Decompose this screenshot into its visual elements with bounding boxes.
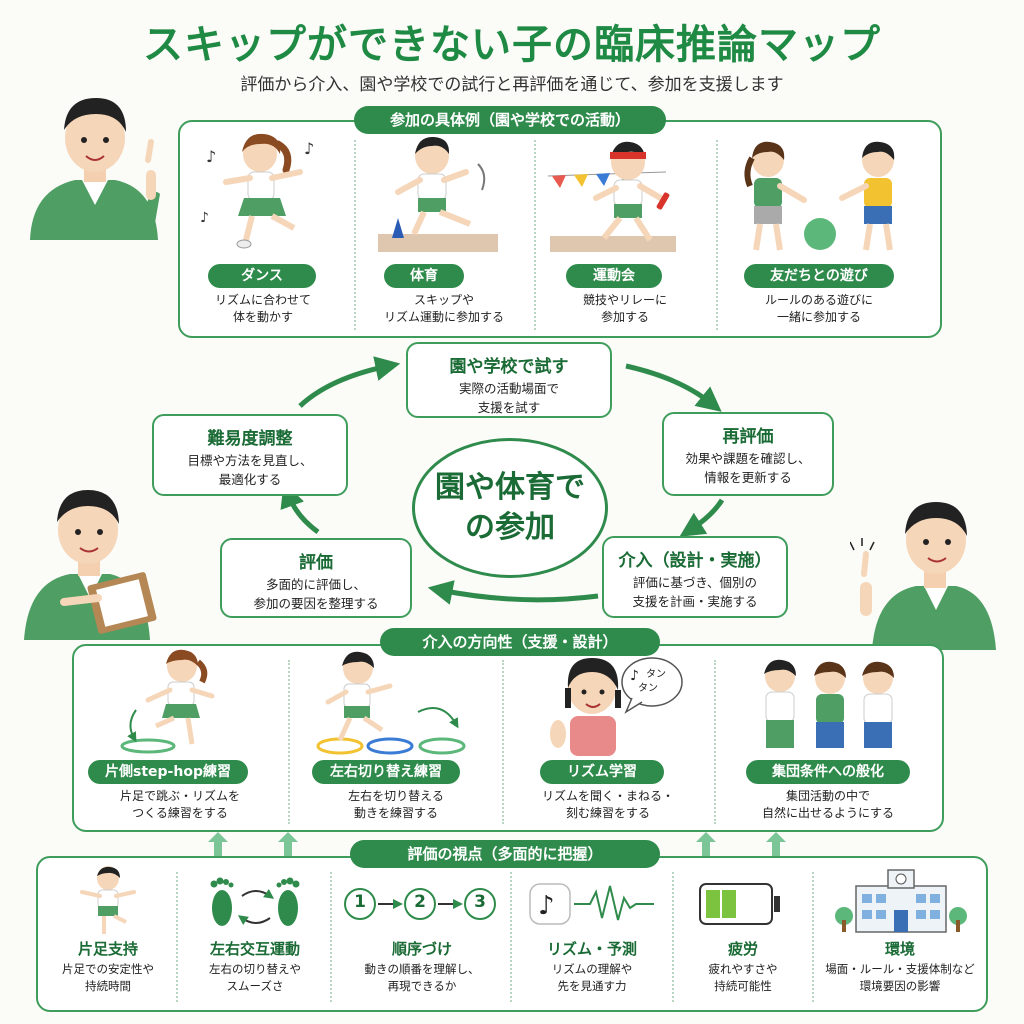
direction-label-stephop: 片側step-hop練習 (88, 760, 248, 784)
divider (672, 872, 674, 1002)
direction-desc: 片足で跳ぶ・リズムをつくる練習をする (119, 789, 240, 820)
participation-label-dance: ダンス (208, 264, 316, 288)
sports-day-relay-illustration (547, 141, 676, 252)
page-subtitle: 評価から介入、園や学校での試行と再評価を通じて、参加を支援します (240, 75, 784, 95)
cycle-intervention-box: 介入（設計・実施） 評価に基づき、個別の支援を計画・実施する (602, 536, 788, 618)
therapist-pointing-illustration (30, 98, 160, 240)
cycle-difficulty-adjustment-box: 難易度調整 目標や方法を見直し、最適化する (152, 414, 348, 496)
participation-label-friends: 友だちとの遊び (744, 264, 894, 288)
group-children-illustration (764, 659, 894, 748)
rhythm-wave-icon: ♪ (529, 883, 654, 925)
left-right-switching-illustration (316, 651, 466, 755)
cycle-reevaluation-box: 再評価 効果や課題を確認し、情報を更新する (662, 412, 834, 496)
divider (714, 660, 716, 824)
battery-icon (699, 883, 780, 925)
divider (330, 872, 332, 1002)
divider (502, 660, 504, 824)
direction-label-switching: 左右切り替え練習 (312, 760, 460, 784)
participation-desc: 競技やリレーに参加する (582, 293, 667, 324)
participation-desc: ルールのある遊びに一緒に参加する (764, 293, 873, 324)
rhythm-learning-girl-illustration (550, 658, 621, 756)
sequence-number: 1 (354, 892, 366, 912)
svg-text:♪: ♪ (206, 147, 216, 166)
page-title: スキップができない子の臨床推論マップ (143, 22, 881, 68)
intervention-direction-heading: 介入の方向性（支援・設計） (380, 628, 660, 656)
direction-desc: リズムを聞く・まねる・刻む練習をする (541, 789, 674, 820)
viewpoint-alternating: 左右交互運動左右の切り替えやスムーズさ (209, 940, 301, 993)
speech-bubble-text: タンタン (638, 669, 666, 694)
divider (354, 140, 356, 330)
divider (534, 140, 536, 330)
direction-desc: 左右を切り替える動きを練習する (348, 789, 444, 820)
evaluation-viewpoint-panel (36, 856, 988, 1012)
therapist-clipboard-illustration (24, 490, 157, 640)
pe-boy-running-illustration (378, 136, 498, 252)
sequence-steps-icon (344, 888, 496, 920)
speech-bubble: ♪ (621, 657, 683, 714)
svg-text:♪: ♪ (538, 891, 555, 921)
svg-text:♪: ♪ (630, 668, 639, 684)
therapist-explaining-illustration (850, 502, 996, 650)
participation-label-pe: 体育 (384, 264, 464, 288)
cycle-try-box: 園や学校で試す 実際の活動場面で支援を試す (406, 342, 612, 418)
divider (812, 872, 814, 1002)
single-leg-stance-icon (80, 866, 136, 934)
friends-playing-ball-illustration (744, 141, 895, 251)
center-goal-ellipse: 園や体育での参加 (412, 438, 608, 578)
up-arrows (208, 832, 786, 860)
viewpoint-environment: 環境場面・ルール・支援体制など環境要因の影響 (825, 940, 975, 993)
svg-text:♪: ♪ (200, 210, 209, 226)
step-hop-girl-illustration (120, 649, 215, 754)
participation-desc: スキップやリズム運動に参加する (383, 293, 504, 324)
evaluation-viewpoint-heading: 評価の視点（多面的に把握） (350, 840, 660, 868)
cycle-evaluation-box: 評価 多面的に評価し、参加の要因を整理する (220, 538, 412, 618)
divider (288, 660, 290, 824)
sequence-number: 2 (414, 892, 426, 912)
sequence-number: 3 (474, 892, 486, 912)
viewpoint-single-leg: 片足支持片足での安定性や持続時間 (62, 940, 154, 993)
intervention-direction-panel (72, 644, 944, 832)
dancing-girl-illustration: ♪ ♪ ♪ (200, 133, 314, 249)
svg-text:♪: ♪ (304, 139, 314, 158)
school-building-icon (835, 869, 967, 933)
participation-label-sportsday: 運動会 (566, 264, 662, 288)
participation-heading: 参加の具体例（園や学校での活動） (354, 106, 666, 134)
viewpoint-rhythm: リズム・予測リズムの理解や先を見通す力 (546, 940, 637, 993)
viewpoint-sequencing: 順序づけ動きの順番を理解し、再現できるか (364, 940, 480, 993)
direction-label-rhythm: リズム学習 (540, 760, 664, 784)
viewpoint-fatigue: 疲労疲れやすさや持続可能性 (708, 940, 778, 993)
divider (176, 872, 178, 1002)
divider (510, 872, 512, 1002)
direction-label-generalization: 集団条件への般化 (746, 760, 910, 784)
alternating-footprints-icon (210, 877, 300, 926)
divider (716, 140, 718, 330)
participation-desc: リズムに合わせて体を動かす (214, 293, 311, 324)
direction-desc: 集団活動の中で自然に出せるようにする (761, 789, 895, 820)
